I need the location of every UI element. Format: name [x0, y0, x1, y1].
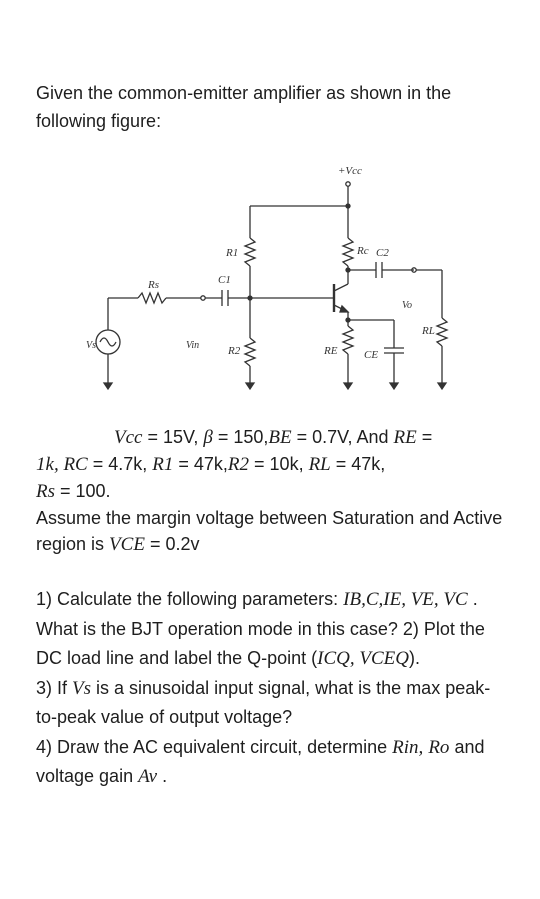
var-rc: , RC [53, 454, 88, 475]
given-values: Vcc = 15V, β = 150,BE = 0.7V, And RE = 1… [36, 424, 516, 558]
given-line-1: Vcc = 15V, β = 150,BE = 0.7V, And RE = [36, 424, 516, 451]
questions: 1) Calculate the following parameters: I… [36, 585, 506, 792]
vo-label: Vo [402, 300, 412, 311]
vin-label: Vin [186, 340, 199, 351]
var-vcc: Vcc [114, 427, 143, 448]
text: = 10k, [249, 454, 309, 474]
var-r2: R2 [227, 454, 250, 475]
var-ro: Ro [428, 736, 450, 758]
problem-intro: Given the common-emitter amplifier as sh… [36, 83, 452, 131]
var-rin: Rin, [392, 736, 424, 758]
vin-node [200, 295, 206, 301]
rl-label: RL [421, 325, 435, 337]
circuit-diagram: +Vcc R1 Rc C2 C1 Rs Vo RL Vs Vin R2 RE C… [86, 165, 449, 391]
rs-resistor [137, 291, 167, 305]
margin-assumption: Assume the margin voltage between Satura… [36, 505, 516, 558]
var-beta: β [203, 427, 213, 448]
text: 1) Calculate the following parameters: [36, 589, 344, 609]
text: ). [409, 648, 420, 668]
rc-label: Rc [356, 245, 369, 257]
text: = 0.2v [144, 534, 200, 554]
question-3: 3) If Vs is a sinusoidal input signal, w… [36, 674, 506, 733]
ground-symbol [436, 382, 448, 391]
re-resistor [341, 325, 355, 355]
text: = 150, [212, 427, 269, 447]
text: 4) Draw the AC equivalent circuit, deter… [36, 736, 393, 757]
var-av: Av [138, 766, 158, 787]
text: is a sinusoidal input signal, what is th… [36, 677, 491, 728]
text: = 4.7k, [87, 454, 153, 474]
q-point-variables: ICQ, VCEQ [317, 648, 409, 669]
rc-resistor [341, 237, 355, 267]
text: and voltage gain [36, 736, 485, 787]
vs-label: Vs [86, 340, 96, 351]
re-label: RE [323, 345, 338, 357]
c2-label: C2 [376, 247, 389, 259]
text: = 47k, [330, 454, 386, 474]
text: 3) If [36, 677, 73, 698]
var-be: BE [268, 427, 292, 448]
ce-label: CE [364, 349, 378, 361]
question-4: 4) Draw the AC equivalent circuit, deter… [36, 733, 506, 792]
c1-label: C1 [218, 274, 231, 286]
var-1k: 1k [36, 454, 54, 475]
given-line-2: 1k, RC = 4.7k, R1 = 47k,R2 = 10k, RL = 4… [36, 451, 516, 478]
question-1-2: 1) Calculate the following parameters: I… [36, 585, 506, 674]
var-rs: Rs [36, 481, 55, 502]
text: Assume the margin voltage between Satura… [36, 508, 503, 554]
text: = 100. [55, 481, 111, 501]
r1-label: R1 [225, 247, 238, 259]
rl-resistor [435, 317, 449, 347]
var-vce: VCE [109, 534, 145, 555]
vcc-label: +Vcc [338, 165, 362, 177]
var-r1: R1 [152, 454, 174, 475]
var-vs: Vs [72, 677, 92, 699]
text: = 15V, [142, 427, 204, 447]
text: . [157, 766, 168, 786]
given-line-3: Rs = 100. [36, 478, 516, 505]
circuit-figure: +Vcc R1 Rc C2 C1 Rs Vo RL Vs Vin R2 RE C… [84, 158, 469, 403]
r2-resistor [243, 337, 257, 367]
r2-label: R2 [227, 345, 241, 357]
var-rl: RL [308, 454, 331, 475]
r1-resistor [243, 237, 257, 267]
rs-label: Rs [147, 279, 159, 291]
q1-variables: IB,C,IE, VE, VC [343, 589, 468, 610]
var-re: RE [393, 427, 417, 448]
text: = 0.7V [291, 427, 348, 447]
vcc-node [345, 181, 351, 187]
text: = 47k, [173, 454, 228, 474]
text: = [416, 427, 433, 447]
text: , And [347, 427, 394, 447]
text: . What is the BJT operation mode in this… [36, 589, 485, 668]
